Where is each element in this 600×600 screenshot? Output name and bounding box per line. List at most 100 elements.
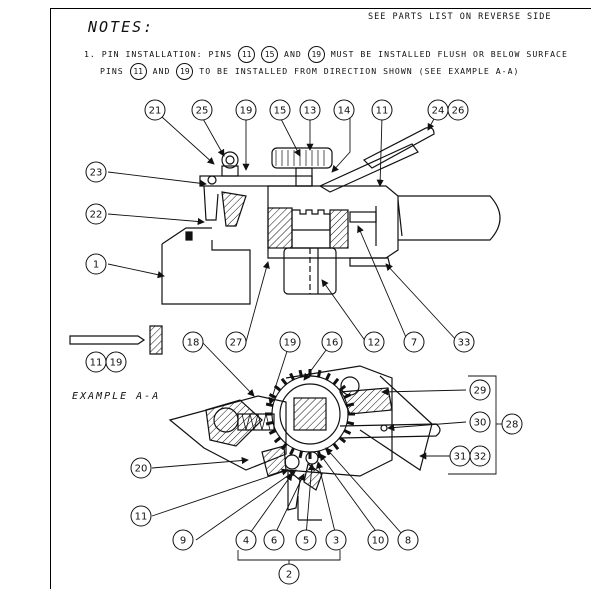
callout-c12: 12 bbox=[363, 331, 385, 353]
callout-circle bbox=[191, 99, 213, 121]
leader-21 bbox=[161, 116, 215, 165]
drawing-border bbox=[50, 8, 591, 589]
callout-c8: 8 bbox=[397, 529, 419, 551]
callout-circle bbox=[371, 99, 393, 121]
spring-clip bbox=[349, 257, 391, 267]
callout-label: 15 bbox=[274, 106, 287, 117]
nut-shank bbox=[221, 165, 239, 177]
callout-c30: 30 bbox=[469, 411, 491, 433]
body-slot bbox=[349, 211, 377, 223]
callout-c11a: 11 bbox=[371, 99, 393, 121]
hex-nut bbox=[221, 151, 239, 169]
callout-label: 11 bbox=[90, 358, 103, 369]
callout-c6: 6 bbox=[263, 529, 285, 551]
callout-label: 30 bbox=[474, 418, 487, 429]
callout-circle bbox=[501, 413, 523, 435]
callout-circle bbox=[363, 331, 385, 353]
spring-coil bbox=[241, 413, 271, 431]
callout-circle bbox=[447, 99, 469, 121]
callout-c11b: 11 bbox=[85, 351, 107, 373]
callout-c1: 1 bbox=[85, 253, 107, 275]
callout-label: 21 bbox=[149, 106, 162, 117]
pawl-lever bbox=[287, 468, 301, 511]
top-assembly bbox=[69, 127, 501, 355]
body-gear bbox=[291, 209, 331, 249]
knurl-lines bbox=[275, 150, 325, 166]
callout-label: 7 bbox=[411, 338, 417, 349]
section-housing bbox=[285, 365, 393, 477]
callout-c10: 10 bbox=[367, 529, 389, 551]
callout-label: 19 bbox=[110, 358, 123, 369]
leader-12 bbox=[321, 279, 367, 343]
callout-label: 8 bbox=[405, 536, 411, 547]
body-section-left bbox=[267, 207, 293, 249]
callout-circle bbox=[130, 505, 152, 527]
callout-circle bbox=[453, 331, 475, 353]
housing-hatch bbox=[339, 387, 393, 415]
gear-tooth bbox=[289, 447, 295, 456]
callout-c31: 31 bbox=[449, 445, 471, 467]
callout-circle bbox=[397, 529, 419, 551]
thumb-knob bbox=[271, 147, 333, 169]
callout-label: 1 bbox=[93, 260, 99, 271]
callout-c27: 27 bbox=[225, 331, 247, 353]
callout-label: 14 bbox=[338, 106, 351, 117]
callout-circle bbox=[85, 253, 107, 275]
callout-circle bbox=[235, 99, 257, 121]
callout-label: 20 bbox=[135, 464, 148, 475]
leader-18 bbox=[201, 341, 255, 397]
callout-label: 32 bbox=[474, 452, 487, 463]
grip-edge bbox=[397, 199, 403, 237]
gear-square-hub bbox=[293, 397, 327, 431]
example-a-a-assembly bbox=[168, 365, 441, 521]
callout-c14: 14 bbox=[333, 99, 355, 121]
callout-label: 27 bbox=[230, 338, 243, 349]
right-lever bbox=[339, 423, 441, 439]
hex-nut-hole bbox=[225, 155, 235, 165]
leader-15 bbox=[279, 116, 301, 157]
callout-circle bbox=[263, 529, 285, 551]
leader-33 bbox=[385, 263, 459, 343]
callout-label: 19 bbox=[284, 338, 297, 349]
notes-title: NOTES: bbox=[88, 18, 155, 36]
leader-4 bbox=[247, 473, 293, 537]
lever-arm bbox=[318, 143, 419, 193]
callout-label: 12 bbox=[368, 338, 381, 349]
gear-tooth bbox=[265, 420, 274, 426]
leader-8 bbox=[325, 447, 403, 535]
gear-tooth bbox=[273, 436, 282, 444]
callout-c24: 24 bbox=[427, 99, 449, 121]
callout-c22: 22 bbox=[85, 203, 107, 225]
gear-tooth bbox=[298, 450, 304, 459]
callout-circle bbox=[85, 161, 107, 183]
callout-label: 22 bbox=[90, 210, 103, 221]
leader-11c bbox=[151, 468, 289, 517]
callout-c25: 25 bbox=[191, 99, 213, 121]
right-arm bbox=[359, 375, 433, 471]
callout-label: 26 bbox=[452, 106, 465, 117]
gear-tooth bbox=[332, 442, 340, 451]
section-jaw bbox=[168, 395, 287, 471]
callout-c23: 23 bbox=[85, 161, 107, 183]
callout-c19a: 19 bbox=[235, 99, 257, 121]
leader-6 bbox=[273, 473, 305, 537]
callout-label: 24 bbox=[432, 106, 445, 117]
callout-circle bbox=[278, 563, 300, 585]
callout-circle bbox=[144, 99, 166, 121]
callout-c7: 7 bbox=[403, 331, 425, 353]
base-block-top bbox=[161, 227, 212, 245]
callout-label: 11 bbox=[135, 512, 148, 523]
leader-19c bbox=[268, 341, 291, 405]
callout-c19b: 19 bbox=[105, 351, 127, 373]
leader-3 bbox=[315, 461, 337, 537]
callout-c21: 21 bbox=[144, 99, 166, 121]
pin-insert-section bbox=[149, 325, 163, 355]
callout-label: 29 bbox=[474, 386, 487, 397]
leader-30 bbox=[387, 421, 467, 432]
callout-circle bbox=[182, 331, 204, 353]
callout-c28: 28 bbox=[501, 413, 523, 435]
callout-label: 31 bbox=[454, 452, 467, 463]
